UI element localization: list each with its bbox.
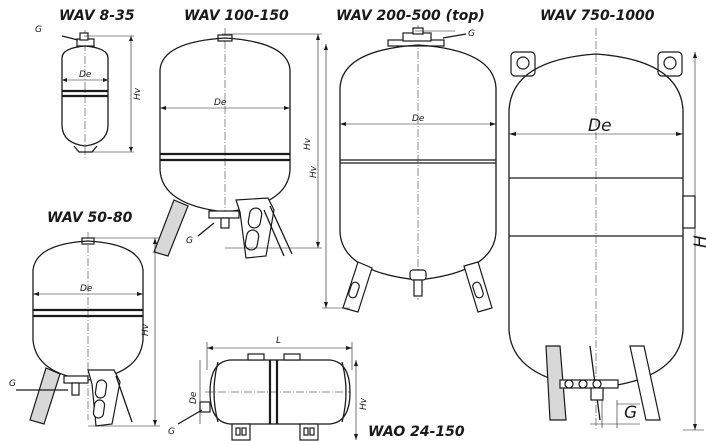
label-g: G	[624, 403, 637, 423]
label-l: L	[276, 336, 281, 346]
label-de: De	[588, 116, 612, 136]
tank-wav-8-35: De Hv G	[35, 25, 143, 158]
label-g: G	[9, 379, 16, 389]
label-de: De	[79, 70, 92, 80]
title-wav-8-35: WAV 8-35	[59, 8, 135, 24]
title-wav-100-150: WAV 100-150	[184, 8, 289, 24]
label-hv: Hv	[309, 165, 319, 178]
title-wao-24-150: WAO 24-150	[368, 424, 465, 440]
title-wav-50-80: WAV 50-80	[47, 210, 133, 226]
label-de: De	[80, 284, 93, 294]
tank-wav-200-500: De Hv G	[309, 25, 497, 313]
label-g: G	[168, 427, 175, 437]
tank-wav-750-1000: De G H	[508, 28, 706, 431]
label-g: G	[35, 25, 42, 35]
label-de: De	[189, 391, 199, 404]
label-h: H	[691, 235, 706, 248]
label-hv: Hv	[303, 137, 313, 150]
label-g: G	[468, 29, 475, 39]
title-wav-200-500: WAV 200-500 (top)	[336, 8, 485, 24]
title-wav-750-1000: WAV 750-1000	[540, 8, 655, 24]
label-g: G	[186, 236, 193, 246]
tank-wao-24-150: L De Hv G	[168, 336, 369, 441]
tank-wav-50-80: De Hv G	[9, 232, 160, 427]
label-hv: Hv	[359, 397, 369, 410]
label-hv: Hv	[141, 323, 151, 336]
label-de: De	[412, 114, 425, 124]
label-hv: Hv	[133, 87, 143, 100]
tank-wav-100-150: De Hv G	[153, 28, 322, 259]
label-de: De	[214, 98, 227, 108]
